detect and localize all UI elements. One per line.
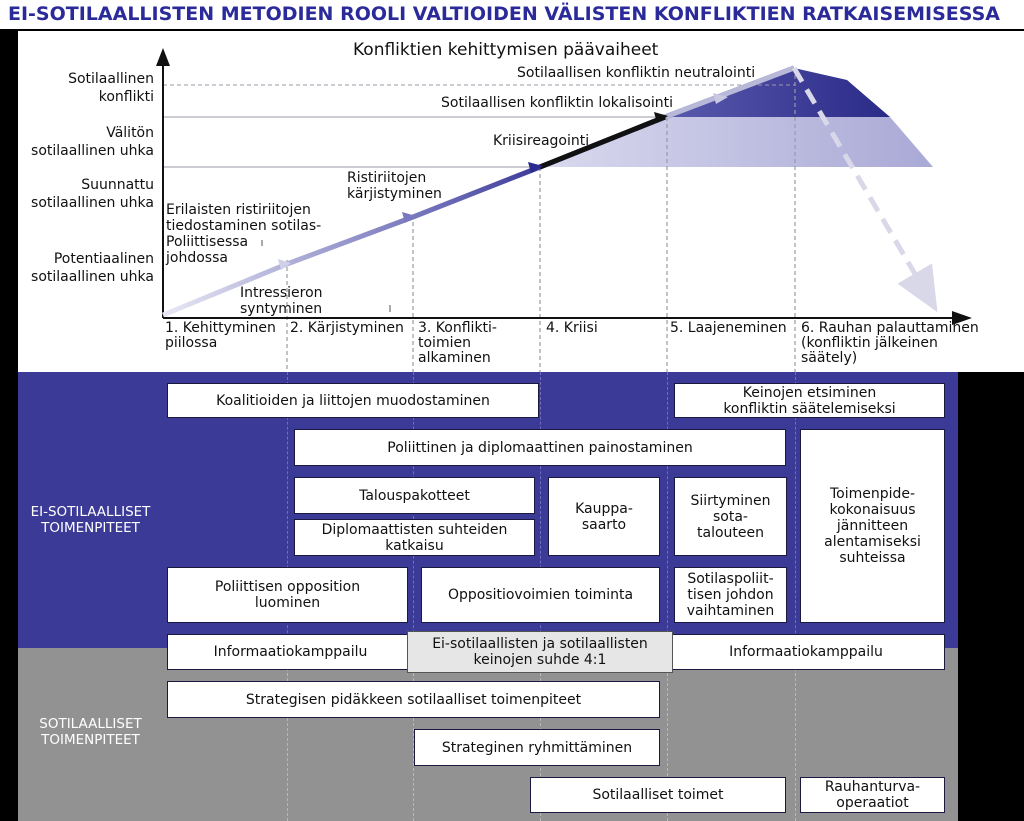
y-level-potential-threat: Potentiaalinen sotilaallinen uhka xyxy=(31,251,154,285)
section-military: SOTILAALLISET TOIMENPITEET xyxy=(39,716,142,748)
curve-arrowhead xyxy=(528,162,543,173)
conflict-diagram xyxy=(156,48,972,372)
box-strategic-deployment: Strateginen ryhmittäminen xyxy=(414,729,660,766)
page-title: EI-SOTILAALLISTEN METODIEN ROOLI VALTIOI… xyxy=(0,0,1024,29)
de-escalation-arrow xyxy=(791,66,938,313)
section-non-military: EI-SOTILAALLISET TOIMENPITEET xyxy=(30,504,151,536)
box-ratio: Ei-sotilaallisten ja sotilaallisten kein… xyxy=(407,631,673,673)
phase-separator xyxy=(413,648,414,821)
box-sanctions: Talouspakotteet xyxy=(294,477,535,514)
phase-1: 1. Kehittyminen piilossa xyxy=(165,320,276,351)
phase-separator xyxy=(795,372,796,648)
label-neutralization: Sotilaallisen konfliktin neutralointi xyxy=(517,65,756,81)
curve-arrowhead xyxy=(713,93,728,104)
intensity-area-dark xyxy=(665,68,890,117)
phase-separator xyxy=(667,648,668,821)
phase-5: 5. Laajeneminen xyxy=(670,320,787,336)
box-seek-means: Keinojen etsiminen konfliktin säätelemis… xyxy=(674,383,945,418)
label-escalation: Ristiriitojen kärjistyminen xyxy=(347,170,442,202)
box-diplomatic-break: Diplomaattisten suhteiden katkaisu xyxy=(294,519,535,556)
chart-title: Konfliktien kehittymisen päävaiheet xyxy=(353,40,659,60)
phase-separator xyxy=(287,648,288,821)
phase-6: 6. Rauhan palauttaminen (konfliktin jälk… xyxy=(801,320,979,366)
x-axis-arrow xyxy=(952,311,972,325)
phase-separator xyxy=(795,648,796,821)
curve-arrowhead xyxy=(278,259,291,270)
label-localization: Sotilaallisen konfliktin lokalisointi xyxy=(441,95,674,111)
top-segment xyxy=(664,65,795,120)
box-info-campaign-left: Informaatiokamppailu xyxy=(167,634,414,670)
y-axis-arrow xyxy=(156,48,170,66)
box-political-pressure: Poliittinen ja diplomaattinen painostami… xyxy=(294,429,786,466)
curve-arrowhead xyxy=(654,112,668,123)
box-political-opposition: Poliittisen opposition luominen xyxy=(167,567,408,623)
label-crisis-reaction: Kriisireagointi xyxy=(493,133,590,149)
box-embargo: Kauppa- saarto xyxy=(548,477,660,556)
phase-2: 2. Kärjistyminen xyxy=(290,320,404,336)
phase-3: 3. Konflikti- toimien alkaminen xyxy=(418,320,497,366)
box-opposition-forces: Oppositiovoimien toiminta xyxy=(421,567,660,623)
phase-separator xyxy=(287,372,288,648)
y-level-military-conflict: Sotilaallinen konflikti xyxy=(68,71,154,105)
box-war-economy: Siirtyminen sota- talouteen xyxy=(674,477,787,556)
crisis-segment xyxy=(539,114,666,170)
label-awareness: Erilaisten ristiriitojen tiedostaminen s… xyxy=(166,202,322,266)
box-leadership-change: Sotilaspoliit- tisen johdon vaihtaminen xyxy=(674,567,787,623)
y-level-immediate-threat: Välitön sotilaallinen uhka xyxy=(31,125,154,159)
box-tension-relief: Toimenpide- kokonaisuus jännitteen alent… xyxy=(800,429,945,623)
phase-separator xyxy=(540,372,541,648)
box-info-campaign-right: Informaatiokamppailu xyxy=(667,634,945,670)
box-coalitions: Koalitioiden ja liittojen muodostaminen xyxy=(167,383,539,418)
y-level-directed-threat: Suunnattu sotilaallinen uhka xyxy=(31,177,154,211)
box-strategic-deterrence: Strategisen pidäkkeen sotilaalliset toim… xyxy=(167,681,660,718)
phase-4: 4. Kriisi xyxy=(546,320,598,336)
chart-margin xyxy=(968,31,1024,372)
phase-separator xyxy=(667,372,668,648)
box-peacekeeping: Rauhanturva- operaatiot xyxy=(800,777,945,813)
label-interests: Intressieron syntyminen xyxy=(240,285,323,317)
curve-arrowhead xyxy=(402,212,416,223)
box-military-actions: Sotilaalliset toimet xyxy=(530,777,786,813)
